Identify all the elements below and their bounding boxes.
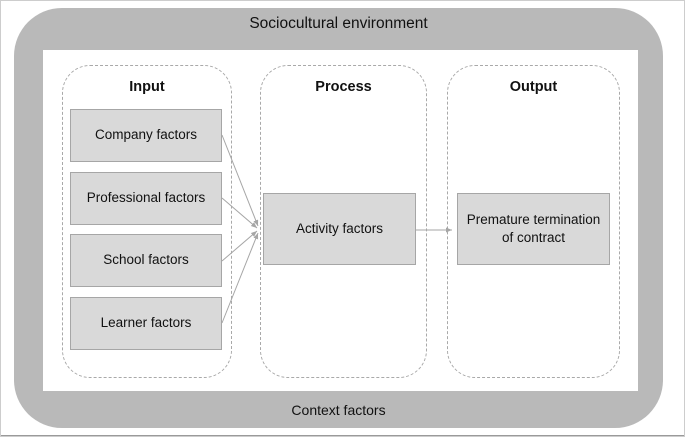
panel-input-header: Input bbox=[129, 79, 165, 95]
box-premature-termination: Premature termination of contract bbox=[457, 193, 610, 265]
box-professional-factors: Professional factors bbox=[70, 172, 222, 225]
panel-output: Output bbox=[447, 65, 620, 378]
box-company-factors: Company factors bbox=[70, 109, 222, 162]
box-learner-factors: Learner factors bbox=[70, 297, 222, 350]
diagram-title: Sociocultural environment bbox=[249, 15, 428, 32]
panel-process: Process bbox=[260, 65, 427, 378]
box-activity-factors: Activity factors bbox=[263, 193, 416, 265]
box-school-factors: School factors bbox=[70, 234, 222, 287]
context-factors-label: Context factors bbox=[291, 402, 386, 418]
panel-process-header: Process bbox=[315, 79, 372, 95]
panel-output-header: Output bbox=[509, 79, 558, 95]
